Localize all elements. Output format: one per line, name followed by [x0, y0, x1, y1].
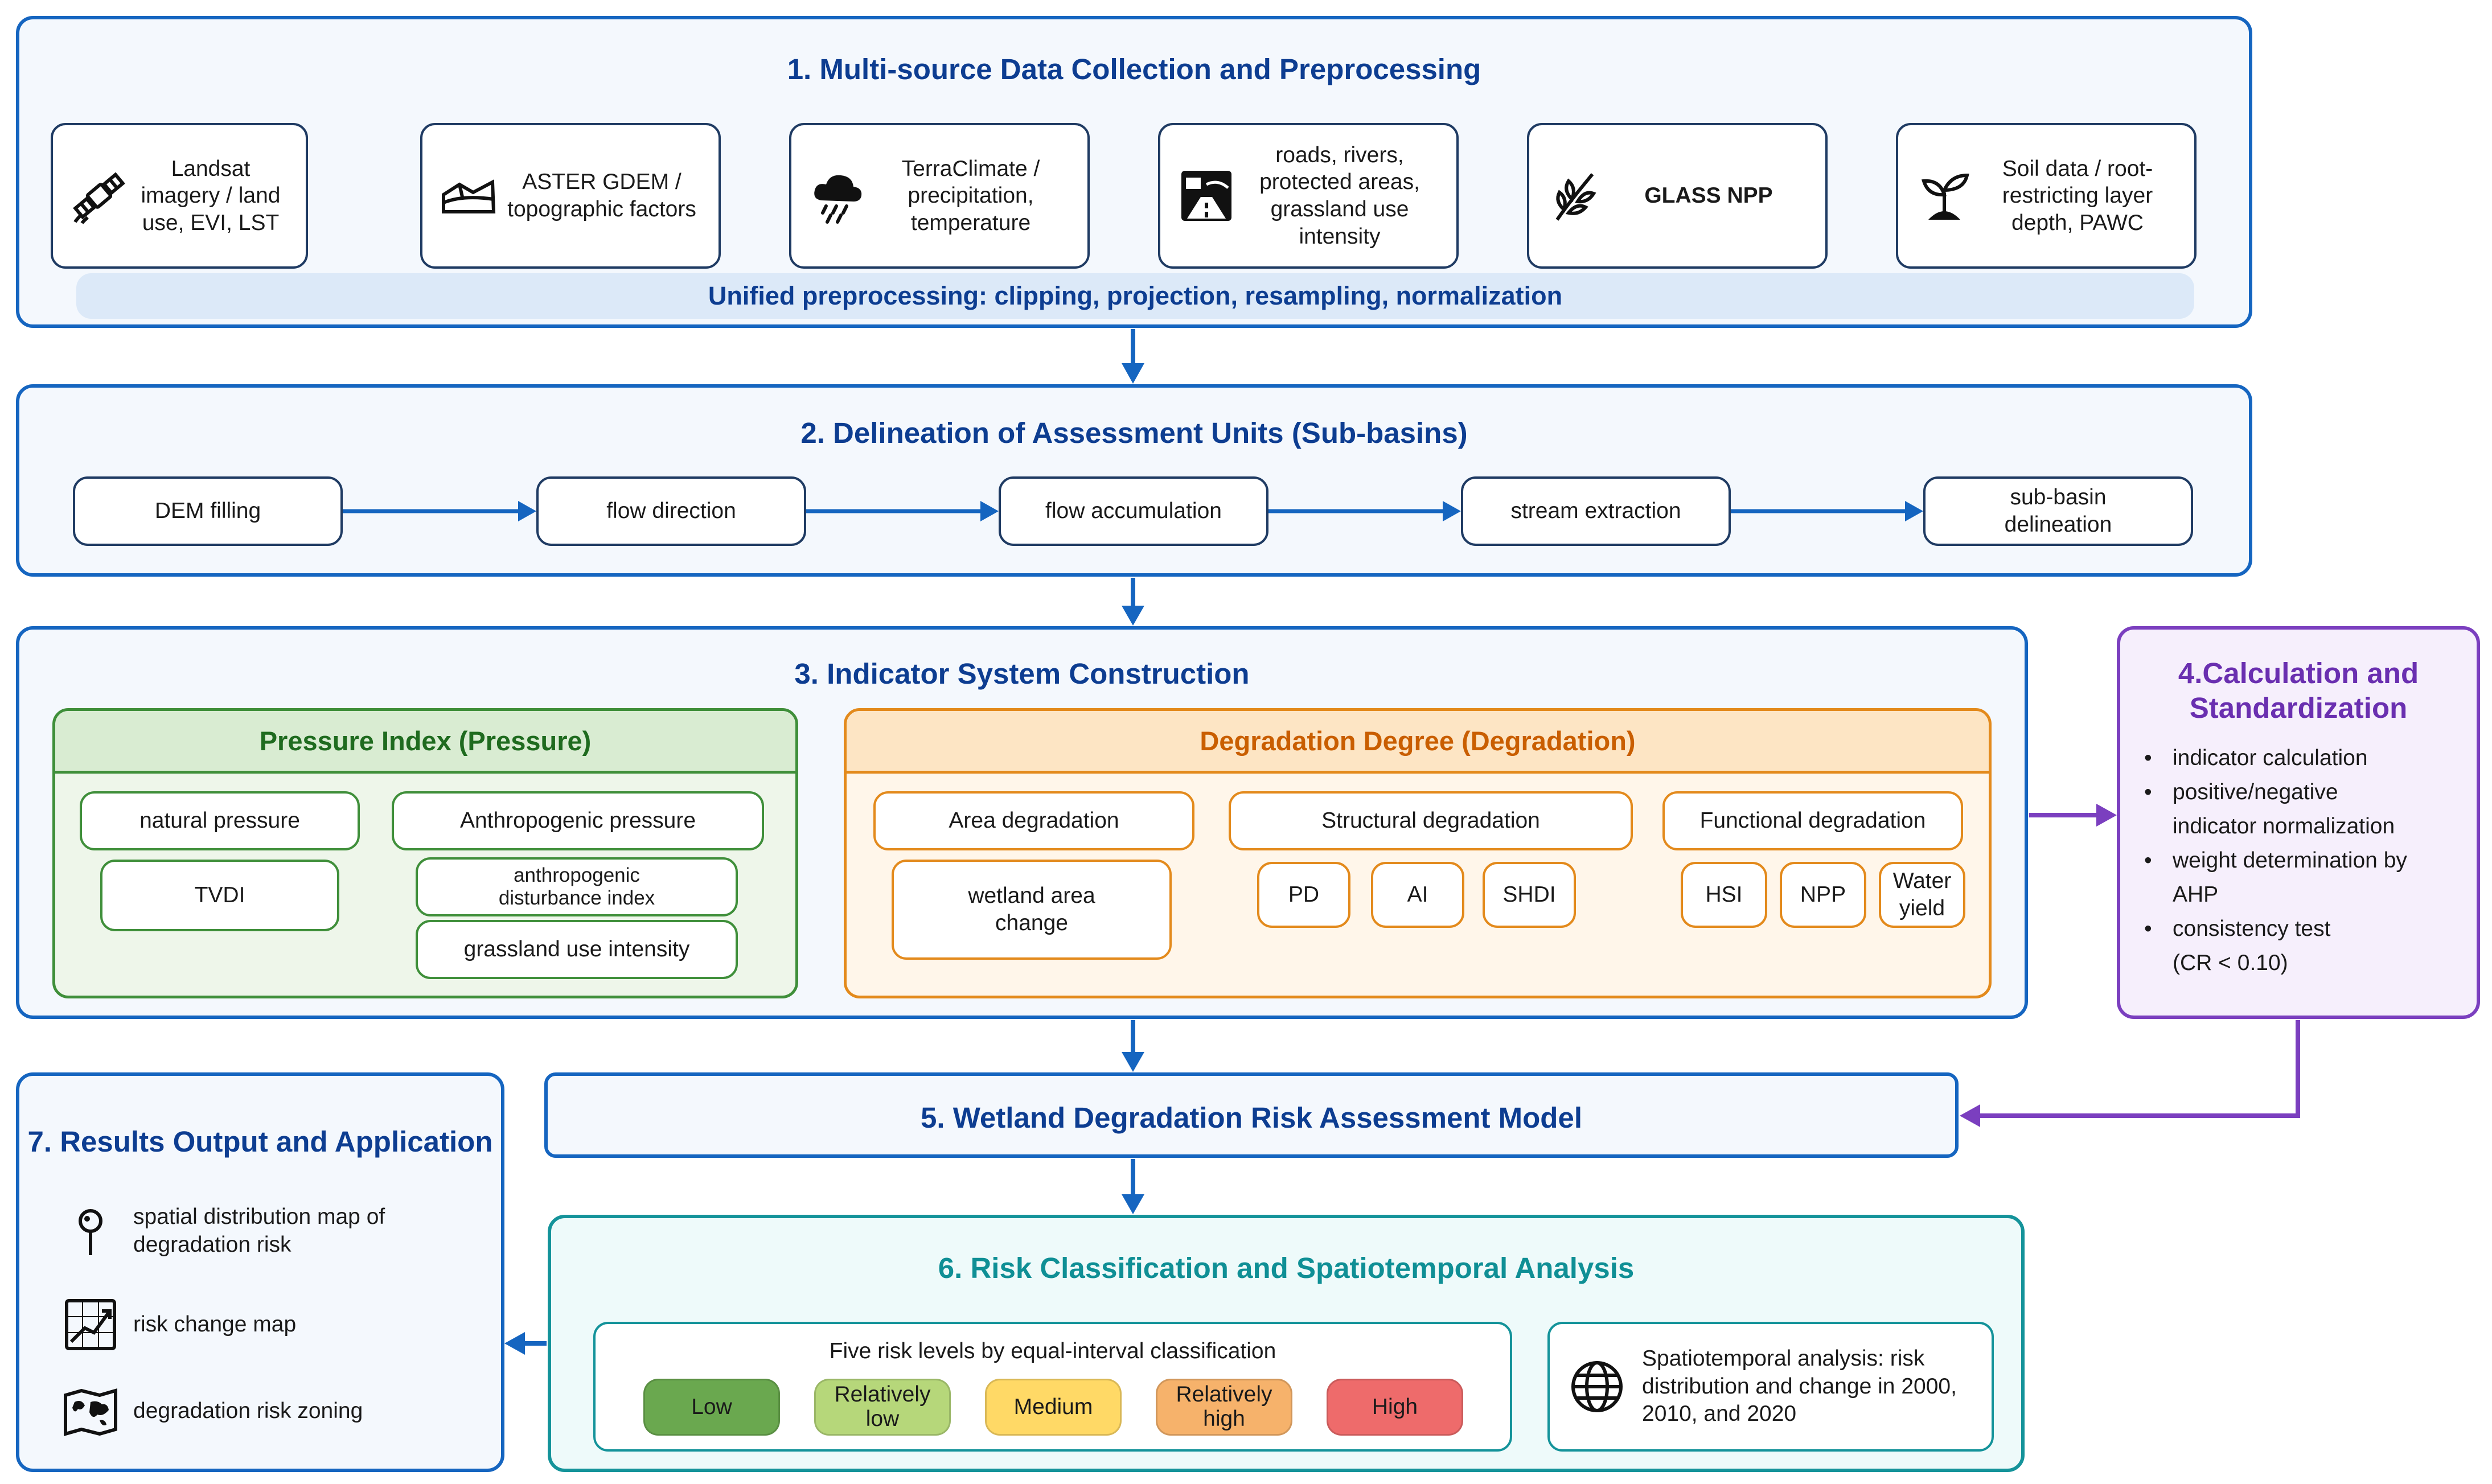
- grassland-use-intensity: grassland use intensity: [416, 920, 738, 979]
- section-5-title: 5. Wetland Degradation Risk Assessment M…: [921, 1101, 1582, 1134]
- item-indicator-calculation: indicator calculation: [2134, 741, 2465, 775]
- indicator-pd: PD: [1257, 862, 1350, 928]
- risk-level-high: High: [1327, 1379, 1463, 1436]
- map-pin-icon: [59, 1200, 122, 1263]
- result-spatial-distribution: spatial distribution map of degradation …: [59, 1200, 481, 1263]
- result-risk-change-label: risk change map: [133, 1312, 297, 1337]
- satellite-icon: [68, 165, 130, 227]
- spatiotemporal-label: Spatiotemporal analysis: risk distributi…: [1642, 1346, 1957, 1427]
- indicator-water-yield: Water yield: [1879, 862, 1965, 928]
- step-arrow-head-4: [1905, 501, 1923, 521]
- arrow-s5-s6: [1122, 1159, 1144, 1214]
- indicator-npp: NPP: [1780, 862, 1866, 928]
- anthropogenic-pressure: Anthropogenic pressure: [392, 791, 764, 850]
- source-aster-label: ASTER GDEM / topographic factors: [507, 170, 696, 221]
- source-roads-label: roads, rivers, protected areas, grasslan…: [1259, 142, 1420, 249]
- trend-chart-icon: [59, 1293, 122, 1356]
- arrow-s6-s7: [504, 1332, 547, 1355]
- tvdi: TVDI: [100, 860, 339, 931]
- source-aster: ASTER GDEM / topographic factors: [420, 123, 721, 269]
- source-soil: Soil data / root-restricting layer depth…: [1896, 123, 2197, 269]
- item-ahp-line1: weight determination by: [2134, 844, 2465, 878]
- step-arrows: [343, 501, 1923, 521]
- step-dem-filling: DEM filling: [73, 476, 343, 546]
- section-4-panel: 4.Calculation and Standardization indica…: [2117, 626, 2480, 1019]
- risk-levels-title: Five risk levels by equal-interval class…: [829, 1339, 1276, 1363]
- result-spatial-label: spatial distribution map of degradation …: [133, 1205, 385, 1257]
- result-risk-change-map: risk change map: [59, 1293, 481, 1356]
- functional-degradation: Functional degradation: [1662, 791, 1963, 850]
- globe-icon: [1566, 1355, 1628, 1418]
- leaf-icon: [1544, 165, 1607, 227]
- section-4-list: indicator calculation positive/negative …: [2134, 741, 2465, 980]
- step-arrow-head-1: [518, 501, 536, 521]
- item-consistency-line2: (CR < 0.10): [2173, 951, 2288, 975]
- risk-level-medium: Medium: [985, 1379, 1122, 1436]
- section-5-panel: 5. Wetland Degradation Risk Assessment M…: [544, 1072, 1959, 1158]
- section-3-title: 3. Indicator System Construction: [794, 657, 1250, 690]
- source-landsat-label: Landsat imagery / land use, EVI, LST: [141, 156, 281, 235]
- structural-degradation: Structural degradation: [1229, 791, 1633, 850]
- terrain-icon: [437, 165, 500, 227]
- result-risk-zoning: degradation risk zoning: [59, 1380, 481, 1442]
- indicator-ai: AI: [1371, 862, 1464, 928]
- arrow-s1-s2: [1122, 329, 1144, 384]
- rain-cloud-icon: [806, 165, 869, 227]
- section-4-title: 4.Calculation and Standardization: [2178, 657, 2419, 725]
- natural-pressure: natural pressure: [80, 791, 360, 850]
- degradation-degree-title: Degradation Degree (Degradation): [847, 711, 1989, 774]
- source-terraclimate-label: TerraClimate / precipitation, temperatur…: [901, 156, 1040, 235]
- source-soil-label: Soil data / root-restricting layer depth…: [2002, 156, 2153, 235]
- risk-level-low: Low: [643, 1379, 780, 1436]
- road-map-icon: [1175, 165, 1238, 227]
- arrow-s2-s3: [1122, 578, 1144, 626]
- result-risk-zoning-label: degradation risk zoning: [133, 1398, 363, 1423]
- pressure-index-title: Pressure Index (Pressure): [55, 711, 795, 774]
- arrow-s4-s5: [1960, 1020, 2300, 1127]
- seedling-icon: [1913, 165, 1976, 227]
- source-glass-npp: GLASS NPP: [1527, 123, 1828, 269]
- wetland-area-change: wetland area change: [892, 860, 1172, 960]
- arrow-s3-s5: [1122, 1020, 1144, 1072]
- risk-level-relatively-high: Relatively high: [1156, 1379, 1292, 1436]
- item-normalization-line1: positive/negative: [2134, 775, 2465, 809]
- indicator-shdi: SHDI: [1483, 862, 1576, 928]
- section-7-title: 7. Results Output and Application: [27, 1125, 493, 1158]
- step-flow-direction: flow direction: [536, 476, 806, 546]
- source-glass-label: GLASS NPP: [1644, 183, 1773, 208]
- item-consistency-line1: consistency test: [2134, 912, 2465, 946]
- step-sub-basin-delineation: sub-basin delineation: [1923, 476, 2193, 546]
- area-degradation: Area degradation: [873, 791, 1194, 850]
- step-flow-accumulation: flow accumulation: [999, 476, 1268, 546]
- step-arrow-head-3: [1443, 501, 1461, 521]
- source-terraclimate: TerraClimate / precipitation, temperatur…: [789, 123, 1090, 269]
- risk-level-relatively-low: Relatively low: [814, 1379, 951, 1436]
- source-landsat: Landsat imagery / land use, EVI, LST: [51, 123, 308, 269]
- item-normalization-line2: indicator normalization: [2173, 814, 2395, 838]
- section-1-panel: 1. Multi-source Data Collection and Prep…: [16, 16, 2252, 328]
- item-ahp-line2: AHP: [2173, 882, 2219, 907]
- anthropogenic-disturbance-index: anthropogenic disturbance index: [416, 857, 738, 916]
- spatiotemporal-box: Spatiotemporal analysis: risk distributi…: [1547, 1322, 1994, 1452]
- section-1-title: 1. Multi-source Data Collection and Prep…: [787, 53, 1481, 85]
- preprocessing-bar: Unified preprocessing: clipping, project…: [76, 273, 2194, 319]
- indicator-hsi: HSI: [1681, 862, 1767, 928]
- step-stream-extraction: stream extraction: [1461, 476, 1731, 546]
- step-arrow-head-2: [980, 501, 999, 521]
- arrow-s3-s4: [2029, 804, 2117, 827]
- section-6-title: 6. Risk Classification and Spatiotempora…: [938, 1252, 1635, 1284]
- section-2-title: 2. Delineation of Assessment Units (Sub-…: [800, 417, 1468, 449]
- source-roads-rivers: roads, rivers, protected areas, grasslan…: [1158, 123, 1459, 269]
- world-map-icon: [59, 1380, 122, 1442]
